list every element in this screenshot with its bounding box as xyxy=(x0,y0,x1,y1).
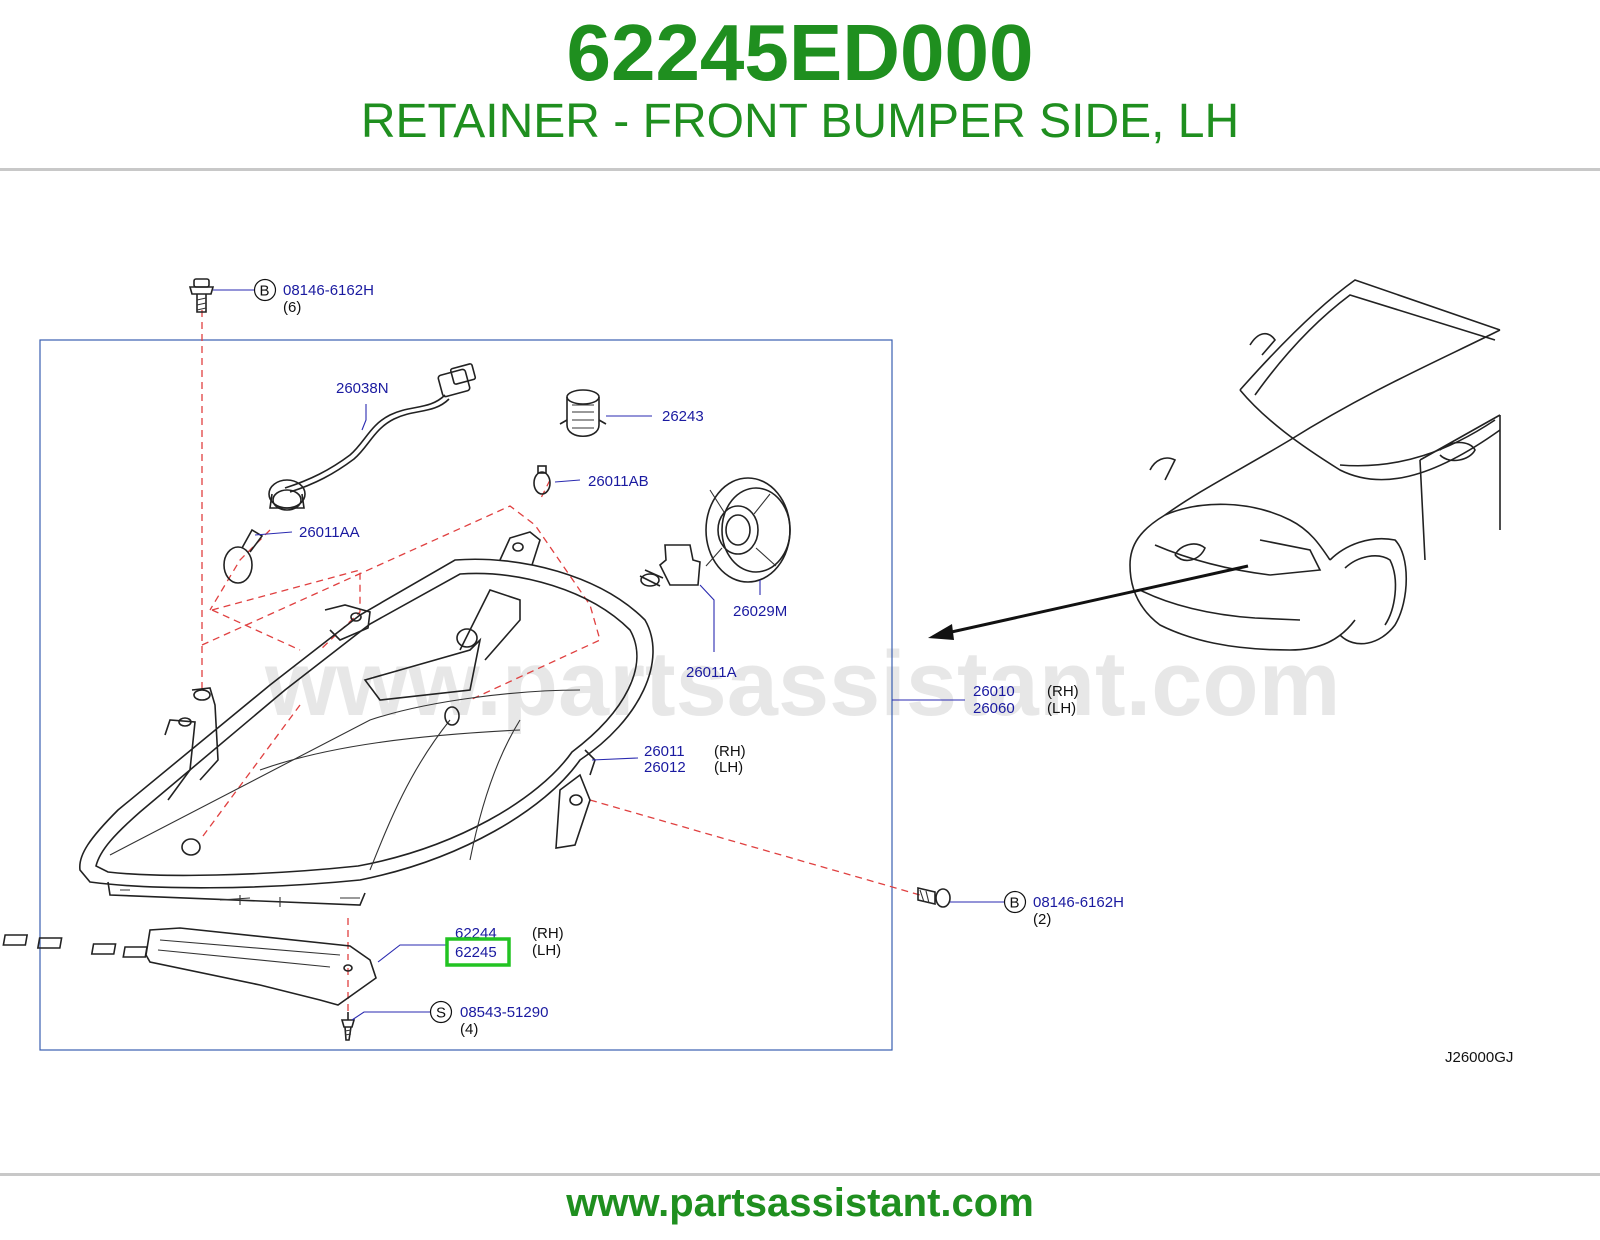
label-26029m[interactable]: 26029M xyxy=(733,603,787,620)
drawing-code: J26000GJ xyxy=(1445,1049,1513,1066)
label-26011aa[interactable]: 26011AA xyxy=(299,524,360,541)
headlamp-housing-icon xyxy=(79,531,654,907)
footer-url[interactable]: www.partsassistant.com xyxy=(566,1181,1034,1225)
leader-lines xyxy=(213,289,1004,1021)
bolt-top-letter: B xyxy=(260,283,270,300)
retainer-bracket-icon xyxy=(2,927,377,1006)
label-26011ab[interactable]: 26011AB xyxy=(588,473,649,490)
highlight-62245-box xyxy=(445,937,511,967)
header-divider xyxy=(0,168,1600,171)
parts-diagram: www.partsassistant.com xyxy=(2,278,1513,1066)
tag-26010-rh: (RH) xyxy=(1047,683,1079,700)
label-62245[interactable]: 62245 xyxy=(455,944,497,961)
part-description: RETAINER - FRONT BUMPER SIDE, LH xyxy=(360,95,1240,148)
tag-62244-rh: (RH) xyxy=(532,925,564,942)
dashed-guides xyxy=(199,310,921,1015)
socket-26243-icon xyxy=(559,389,607,438)
tag-62245-lh: (LH) xyxy=(532,942,561,959)
bulb-26011ab-icon xyxy=(533,465,551,495)
bulb-26011a-icon xyxy=(639,544,701,587)
label-26011[interactable]: 26011 xyxy=(644,743,685,760)
label-bolt-top[interactable]: 08146-6162H xyxy=(283,282,374,299)
tag-26060-lh: (LH) xyxy=(1047,700,1076,717)
label-screw[interactable]: 08543-51290 xyxy=(460,1004,548,1021)
watermark: www.partsassistant.com xyxy=(264,633,1340,735)
dust-cap-26029m-icon xyxy=(705,477,791,583)
label-26060[interactable]: 26060 xyxy=(973,700,1015,717)
tag-26012-lh: (LH) xyxy=(714,759,743,776)
harness-connector-icon xyxy=(268,363,477,511)
part-number-title: 62245ED000 xyxy=(566,8,1034,97)
bolt-right-icon xyxy=(917,886,951,908)
screw-icon xyxy=(340,1012,356,1041)
qty-screw: (4) xyxy=(460,1021,478,1038)
bolt-top-icon xyxy=(188,278,215,313)
assembly-frame xyxy=(39,339,893,1051)
screw-letter: S xyxy=(436,1005,446,1022)
callout-letters: B B S xyxy=(253,278,1027,1024)
bolt-right-letter: B xyxy=(1010,895,1020,912)
label-26243[interactable]: 26243 xyxy=(662,408,704,425)
label-26012[interactable]: 26012 xyxy=(644,759,686,776)
label-bolt-right[interactable]: 08146-6162H xyxy=(1033,894,1124,911)
tag-26011-rh: (RH) xyxy=(714,743,746,760)
bulb-26011aa-icon xyxy=(223,528,264,584)
page-header: 62245ED000 RETAINER - FRONT BUMPER SIDE,… xyxy=(0,0,1600,170)
label-26011a[interactable]: 26011A xyxy=(686,664,737,681)
footer-divider xyxy=(0,1173,1600,1176)
label-26010[interactable]: 26010 xyxy=(973,683,1015,700)
part-labels: 08146-6162H (6) 26038N 26243 26011AB 260… xyxy=(283,282,1513,1066)
label-26038n[interactable]: 26038N xyxy=(336,380,389,397)
qty-bolt-right: (2) xyxy=(1033,911,1051,928)
qty-bolt-top: (6) xyxy=(283,299,301,316)
car-illustration-icon xyxy=(928,279,1501,651)
